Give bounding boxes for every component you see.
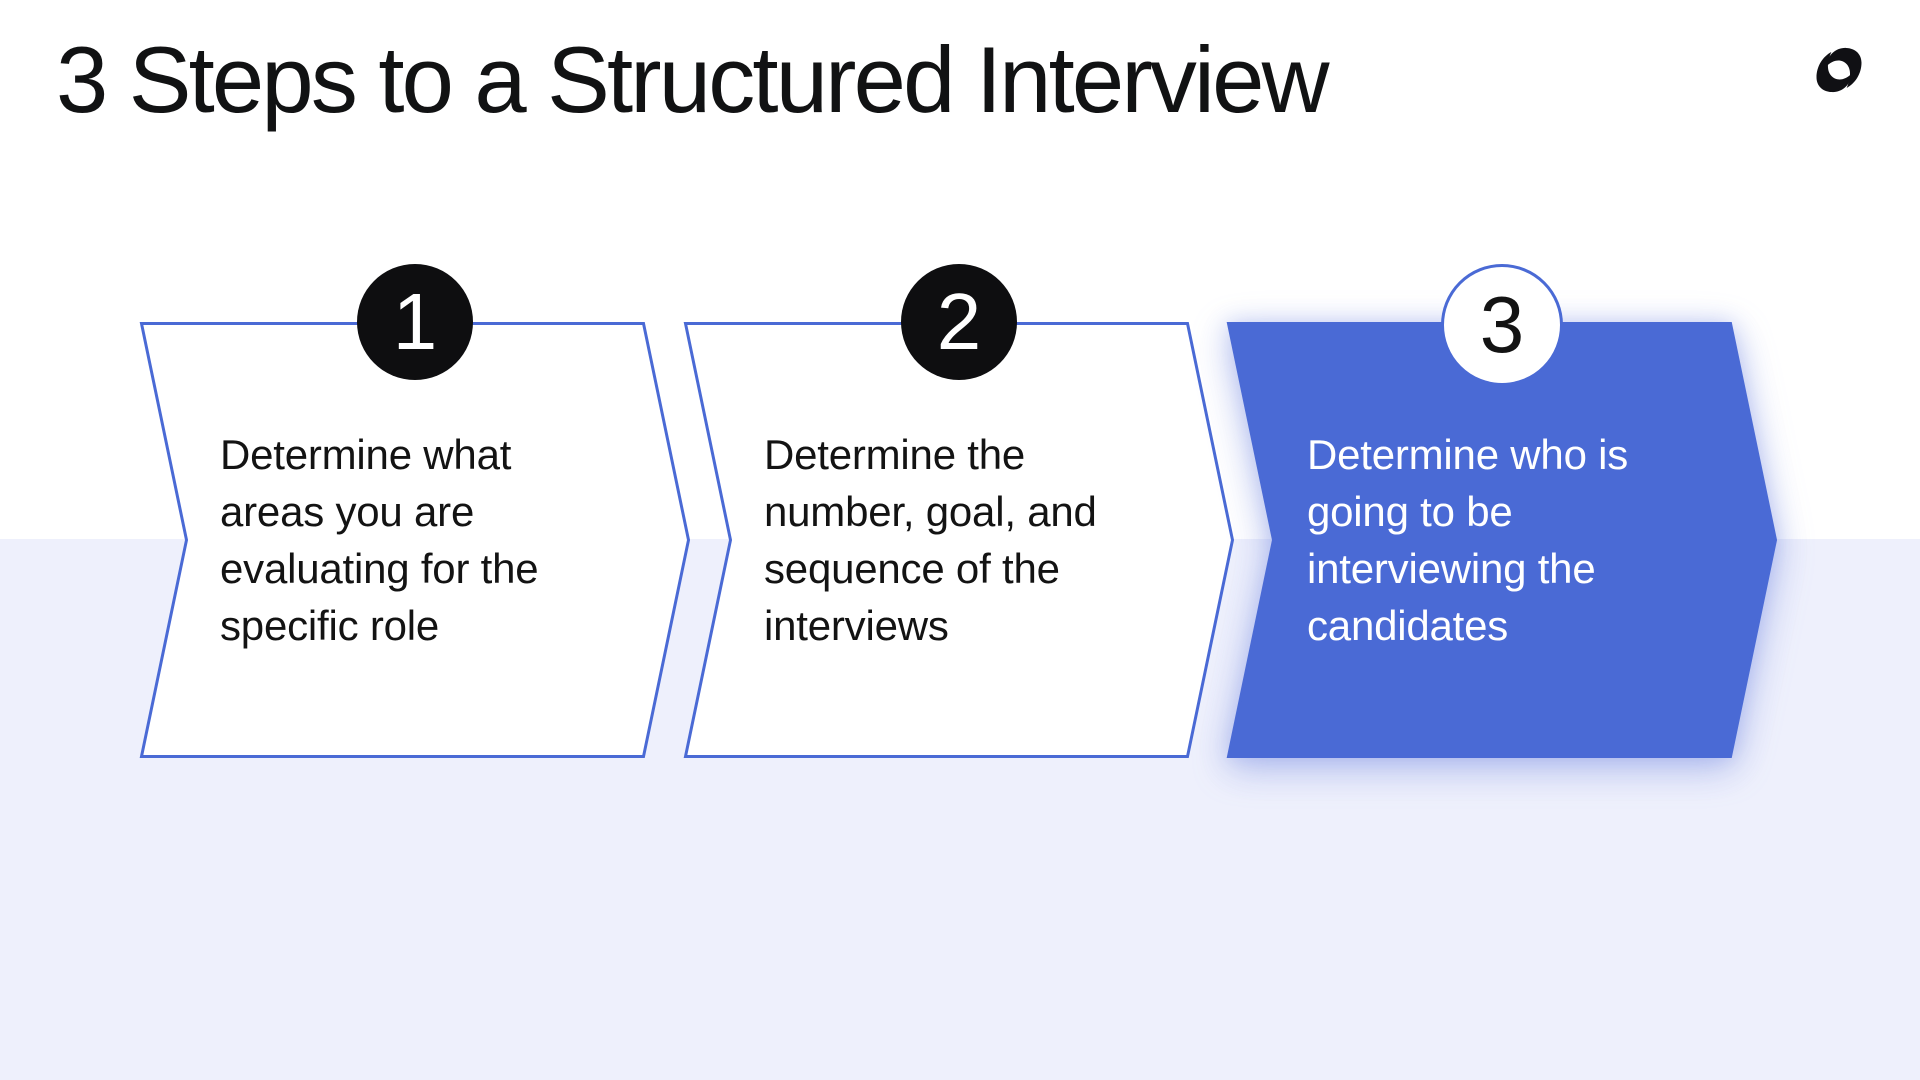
step-3-chevron: 3 Determine who is going to be interview… [1226, 264, 1778, 758]
step-number: 3 [1479, 280, 1525, 369]
text-line: interviewing the [1307, 545, 1596, 592]
step-1-number-badge: 1 [357, 264, 473, 380]
step-2-chevron: 2 Determine the number, goal, and sequen… [683, 264, 1235, 758]
step-1-text: Determine what areas you are evaluating … [220, 426, 626, 654]
text-line: areas you are [220, 488, 475, 535]
page-title: 3 Steps to a Structured Interview [56, 27, 1329, 132]
step-3-chevron-shape [1226, 322, 1778, 758]
text-line: going to be [1307, 488, 1513, 535]
text-line: Determine what [220, 431, 512, 478]
text-line: Determine who is [1307, 431, 1629, 478]
text-line: Determine the [764, 431, 1026, 478]
step-3-number-badge: 3 [1441, 264, 1563, 386]
text-line: number, goal, and [764, 488, 1097, 535]
text-line: evaluating for the [220, 545, 539, 592]
step-2-number-badge: 2 [901, 264, 1017, 380]
step-3-text: Determine who is going to be interviewin… [1307, 426, 1713, 654]
step-1-chevron-shape [139, 322, 691, 758]
rippling-logo-icon [1816, 47, 1862, 93]
text-line: candidates [1307, 602, 1509, 649]
step-number: 2 [936, 277, 982, 366]
text-line: sequence of the [764, 545, 1060, 592]
text-line: interviews [764, 602, 949, 649]
step-2-chevron-shape [683, 322, 1235, 758]
step-number: 1 [392, 277, 438, 366]
text-line: specific role [220, 602, 440, 649]
step-2-text: Determine the number, goal, and sequence… [764, 426, 1170, 654]
step-1-chevron: 1 Determine what areas you are evaluatin… [139, 264, 691, 758]
